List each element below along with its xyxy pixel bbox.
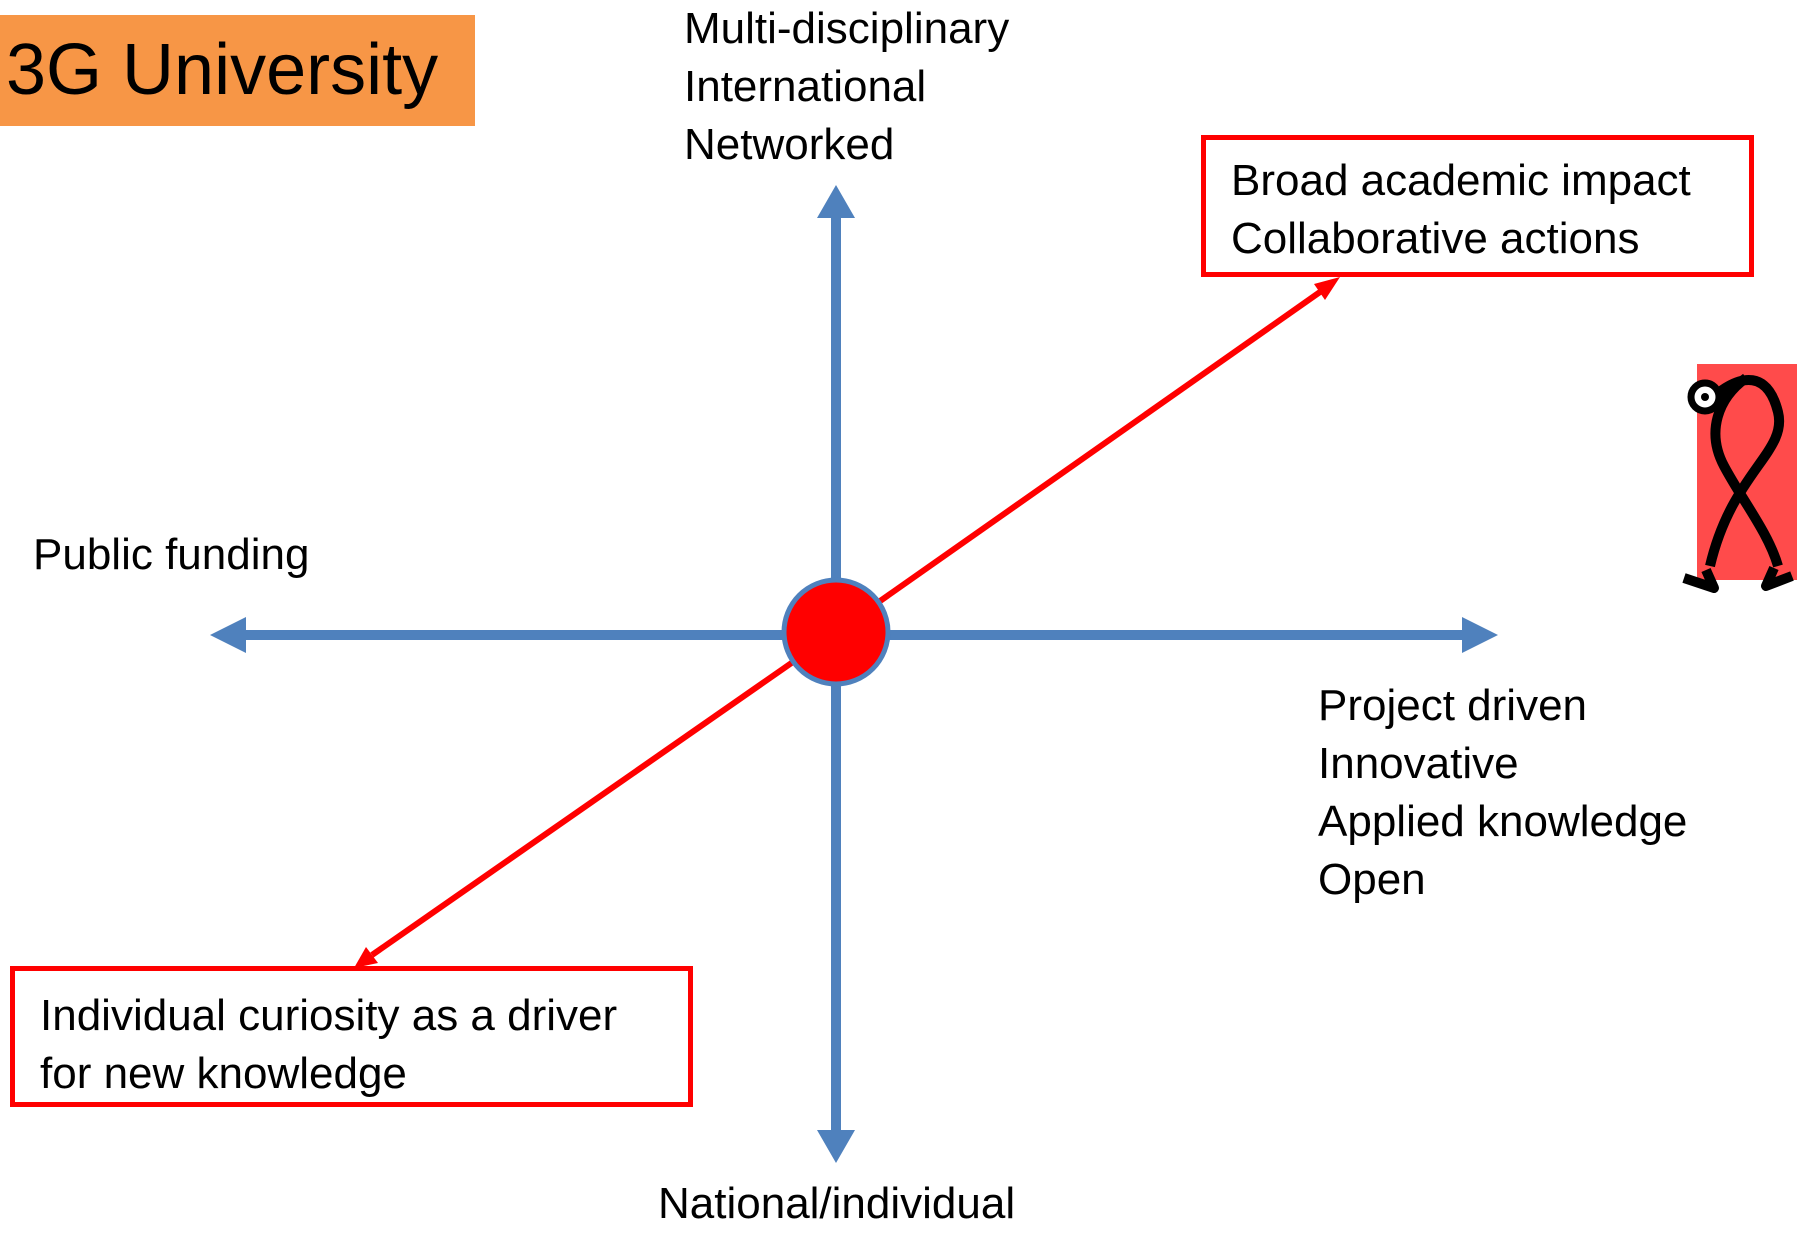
right-axis-line: Project driven <box>1318 681 1588 730</box>
up-right-arrowhead-icon <box>1314 277 1340 300</box>
up-arrowhead-icon <box>817 185 855 218</box>
top-axis-line: Multi-disciplinary <box>684 4 1010 53</box>
red-circle-icon <box>781 577 891 687</box>
down-left-arrowhead-icon <box>354 947 378 968</box>
top-axis-label: Multi-disciplinary International Network… <box>684 0 1009 174</box>
outcome-line: Collaborative actions <box>1231 214 1640 263</box>
origin-line: Individual curiosity as a driver <box>40 991 618 1040</box>
top-axis-line: International <box>684 62 927 111</box>
diagonal-arrow-up-right <box>834 277 1340 635</box>
right-axis-line: Innovative <box>1318 739 1519 788</box>
bottom-axis-label: National/individual <box>658 1175 1015 1233</box>
right-arrowhead-icon <box>1462 617 1498 653</box>
left-arrowhead-icon <box>210 617 246 653</box>
left-axis-line: Public funding <box>33 530 310 579</box>
page-title: 3G University <box>0 15 475 126</box>
right-axis-label: Project driven Innovative Applied knowle… <box>1318 677 1687 909</box>
bottom-left-origin-box: Individual curiosity as a driver for new… <box>10 966 693 1107</box>
outcome-line: Broad academic impact <box>1231 156 1691 205</box>
right-axis-line: Applied knowledge <box>1318 797 1688 846</box>
bottom-axis-line: National/individual <box>658 1179 1016 1228</box>
top-axis-line: Networked <box>684 120 895 169</box>
down-arrowhead-icon <box>817 1130 855 1163</box>
right-axis-line: Open <box>1318 855 1426 904</box>
top-right-outcome-box: Broad academic impact Collaborative acti… <box>1201 135 1754 277</box>
diagonal-arrow-down-left <box>354 629 838 968</box>
origin-line: for new knowledge <box>40 1049 407 1098</box>
walking-figure-icon <box>1682 364 1797 593</box>
left-axis-label: Public funding <box>33 526 309 584</box>
